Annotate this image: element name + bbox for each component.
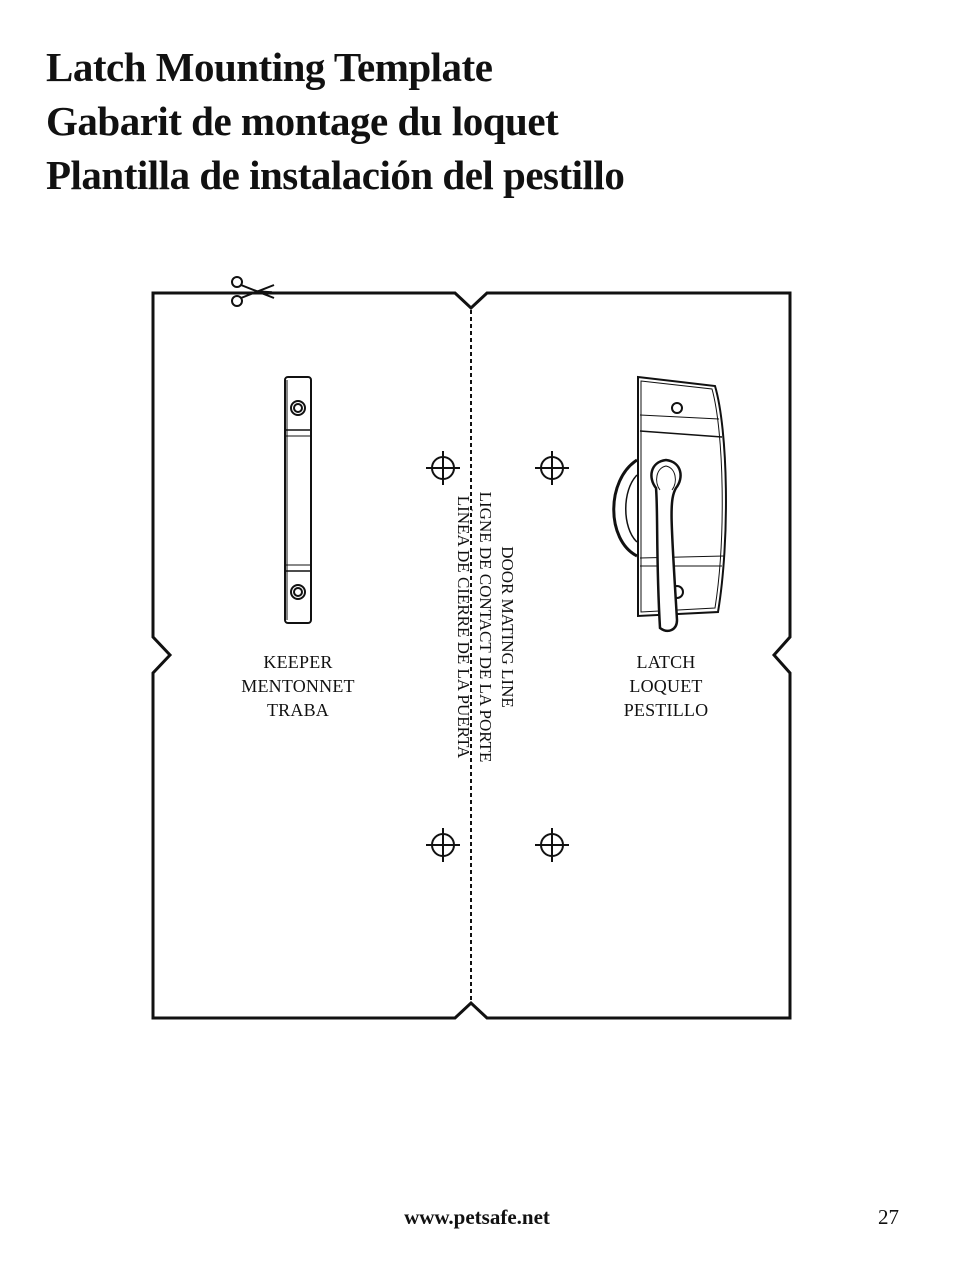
latch-label-spanish: PESTILLO — [623, 700, 709, 720]
footer-website: www.petsafe.net — [404, 1205, 550, 1229]
crosshair-icon — [426, 828, 460, 862]
keeper-drawing — [284, 376, 312, 624]
mating-line-english: DOOR MATING LINE — [498, 546, 517, 708]
latch-label-french: LOQUET — [629, 676, 703, 696]
template-outline — [151, 291, 792, 1020]
latch-label-english: LATCH — [636, 652, 696, 672]
keeper-label-french: MENTONNET — [241, 676, 355, 696]
crosshair-icon — [535, 828, 569, 862]
keeper-label: KEEPER MENTONNET TRABA — [218, 650, 378, 722]
crosshair-icon — [535, 451, 569, 485]
keeper-label-english: KEEPER — [263, 652, 333, 672]
keeper-label-spanish: TRABA — [266, 700, 329, 720]
crosshair-icon — [426, 451, 460, 485]
latch-drawing — [612, 375, 727, 632]
title-english: Latch Mounting Template — [46, 44, 493, 90]
page-title: Latch Mounting Template Gabarit de monta… — [46, 40, 625, 202]
title-spanish: Plantilla de instalación del pestillo — [46, 152, 625, 198]
page-number: 27 — [878, 1205, 899, 1229]
mating-line-french: LIGNE DE CONTACT DE LA PORTE — [476, 491, 495, 763]
latch-label: LATCH LOQUET PESTILLO — [586, 650, 746, 722]
scissors-icon — [231, 276, 275, 307]
mating-line-spanish: LÍNEA DE CIERRE DE LA PUERTA — [454, 495, 473, 759]
title-french: Gabarit de montage du loquet — [46, 98, 559, 144]
